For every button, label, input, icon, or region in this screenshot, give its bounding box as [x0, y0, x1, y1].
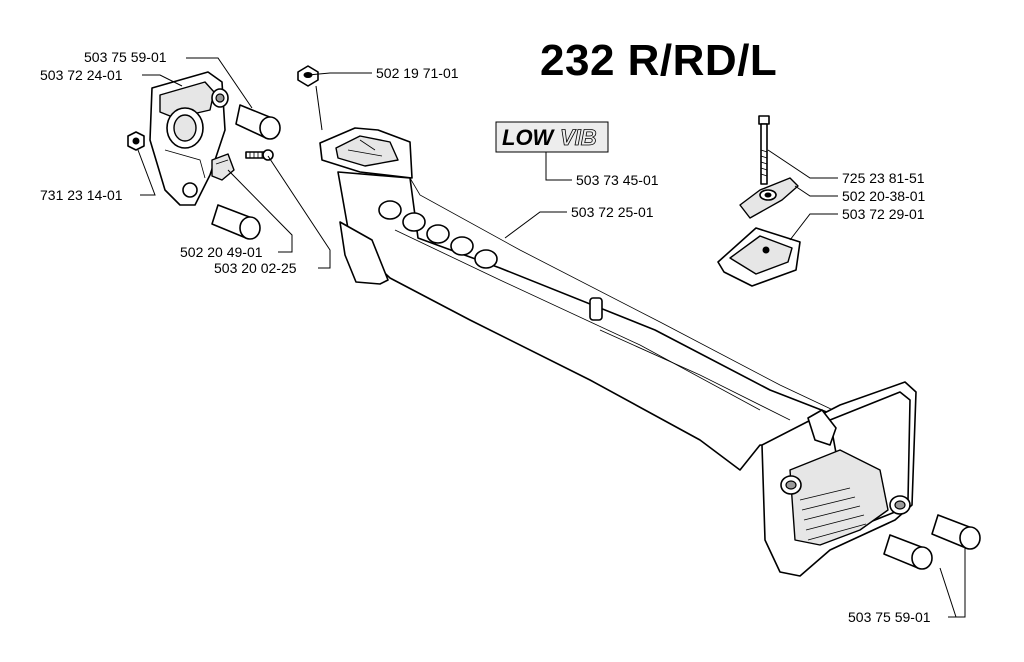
svg-text:VIB: VIB — [560, 125, 597, 150]
label-screw: 503 20 02-25 — [214, 260, 297, 276]
rubber-buffer-left-lower — [211, 204, 261, 240]
low-vib-logo: LOW VIB — [495, 121, 609, 153]
svg-text:LOW: LOW — [502, 125, 556, 150]
rubber-buffer-bottom-2 — [883, 534, 933, 570]
nut-top — [297, 65, 319, 87]
label-handle-frame: 503 72 25-01 — [571, 204, 654, 220]
screw — [245, 149, 274, 161]
clamp-base — [717, 227, 801, 287]
rubber-buffer-top — [235, 104, 281, 140]
label-clip: 502 20 49-01 — [180, 244, 263, 260]
label-nut-top: 502 19 71-01 — [376, 65, 459, 81]
rubber-buffer-bottom-1 — [931, 514, 981, 550]
bracket — [149, 71, 229, 206]
label-bolt: 725 23 81-51 — [842, 170, 925, 186]
clamp-nut — [739, 177, 799, 219]
nut-left — [127, 131, 145, 151]
label-nut-left: 731 23 14-01 — [40, 187, 123, 203]
label-clamp-nut: 502 20-38-01 — [842, 188, 926, 204]
label-clamp-base: 503 72 29-01 — [842, 206, 925, 222]
label-rubber-top: 503 75 59-01 — [84, 49, 167, 65]
label-logo-decal: 503 73 45-01 — [576, 172, 659, 188]
handle-frame — [319, 127, 917, 577]
bolt — [758, 115, 770, 185]
label-bracket: 503 72 24-01 — [40, 67, 123, 83]
label-rubber-bottom: 503 75 59-01 — [848, 609, 931, 625]
diagram-title: 232 R/RD/L — [540, 36, 778, 85]
clip — [211, 153, 235, 181]
leader-lines — [137, 57, 966, 618]
